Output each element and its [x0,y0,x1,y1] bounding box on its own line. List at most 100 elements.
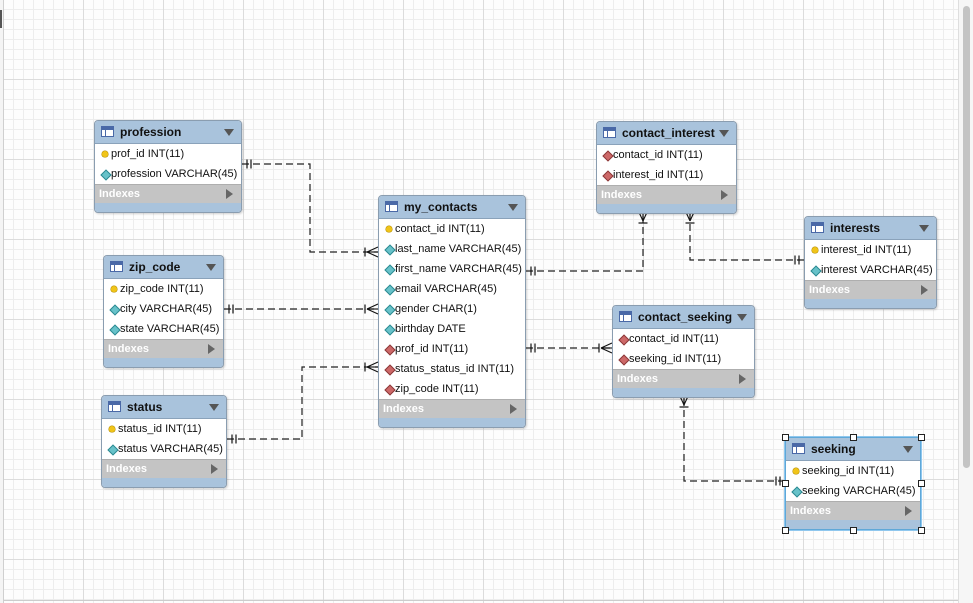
column-row[interactable]: contact_id INT(11) [597,145,736,165]
column-row[interactable]: prof_id INT(11) [95,144,241,164]
table-header[interactable]: contact_seeking [613,306,754,329]
table-status[interactable]: status status_id INT(11)status VARCHAR(45… [101,395,227,488]
table-header[interactable]: profession [95,121,241,144]
collapse-toggle-icon[interactable] [206,264,216,271]
table-icon [385,201,398,212]
primary-key-icon [111,286,117,292]
indexes-section[interactable]: Indexes [95,184,241,203]
table-header[interactable]: zip_code [104,256,223,279]
column-name: contact_id INT(11) [395,223,485,235]
indexes-section[interactable]: Indexes [379,399,525,418]
column-name: interest_id INT(11) [613,169,704,181]
column-row[interactable]: prof_id INT(11) [379,339,525,359]
vertical-scrollbar[interactable] [958,0,973,603]
column-row[interactable]: interest VARCHAR(45) [805,260,936,280]
collapse-toggle-icon[interactable] [209,404,219,411]
column-row[interactable]: state VARCHAR(45) [104,319,223,339]
column-row[interactable]: city VARCHAR(45) [104,299,223,319]
column-row[interactable]: interest_id INT(11) [805,240,936,260]
collapse-toggle-icon[interactable] [719,130,729,137]
column-name: birthday DATE [395,323,466,335]
column-name: seeking_id INT(11) [629,353,722,365]
column-row[interactable]: birthday DATE [379,319,525,339]
table-title: contact_seeking [638,310,733,324]
column-row[interactable]: status VARCHAR(45) [102,439,226,459]
relationship-line [683,394,785,482]
table-contact_seeking[interactable]: contact_seeking contact_id INT(11) seeking… [612,305,755,398]
column-row[interactable]: first_name VARCHAR(45) [379,259,525,279]
resize-handle[interactable] [850,434,857,441]
resize-handle[interactable] [782,480,789,487]
table-header[interactable]: seeking [786,438,920,461]
expand-indexes-icon[interactable] [921,285,928,295]
collapse-toggle-icon[interactable] [737,314,747,321]
table-footer [95,203,241,212]
foreign-key-icon [602,150,614,162]
column-row[interactable]: status_status_id INT(11) [379,359,525,379]
table-icon [110,261,123,272]
column-row[interactable]: zip_code INT(11) [379,379,525,399]
crowfoot-marker [366,246,379,253]
resize-handle[interactable] [782,434,789,441]
column-row[interactable]: zip_code INT(11) [104,279,223,299]
column-row[interactable]: contact_id INT(11) [613,329,754,349]
column-diamond-icon [810,265,822,277]
expand-indexes-icon[interactable] [211,464,218,474]
table-my_contacts[interactable]: my_contacts contact_id INT(11) last_name V… [378,195,526,428]
column-row[interactable]: seeking VARCHAR(45) [786,481,920,501]
column-row[interactable]: gender CHAR(1) [379,299,525,319]
indexes-section[interactable]: Indexes [104,339,223,358]
column-row[interactable]: profession VARCHAR(45) [95,164,241,184]
resize-handle[interactable] [918,434,925,441]
indexes-section[interactable]: Indexes [102,459,226,478]
indexes-section[interactable]: Indexes [786,501,920,520]
column-row[interactable]: email VARCHAR(45) [379,279,525,299]
column-row[interactable]: seeking_id INT(11) [613,349,754,369]
collapse-toggle-icon[interactable] [508,204,518,211]
resize-handle[interactable] [782,527,789,534]
expand-indexes-icon[interactable] [739,374,746,384]
table-icon [108,401,121,412]
resize-handle[interactable] [918,527,925,534]
collapse-toggle-icon[interactable] [919,225,929,232]
column-diamond-icon [384,244,396,256]
expand-indexes-icon[interactable] [721,190,728,200]
column-row[interactable]: interest_id INT(11) [597,165,736,185]
resize-handle[interactable] [918,480,925,487]
canvas-bottom-border [4,600,958,601]
indexes-section[interactable]: Indexes [805,280,936,299]
indexes-section[interactable]: Indexes [597,185,736,204]
expand-indexes-icon[interactable] [510,404,517,414]
indexes-label: Indexes [99,188,140,200]
table-seeking[interactable]: seeking seeking_id INT(11)seeking VARCHAR… [785,437,921,530]
table-header[interactable]: my_contacts [379,196,525,219]
relationship-zip_code-my_contacts [224,303,379,315]
table-header[interactable]: interests [805,217,936,240]
column-name: zip_code INT(11) [120,283,204,295]
column-row[interactable]: status_id INT(11) [102,419,226,439]
expand-indexes-icon[interactable] [905,506,912,516]
table-header[interactable]: contact_interest [597,122,736,145]
collapse-toggle-icon[interactable] [903,446,913,453]
column-row[interactable]: contact_id INT(11) [379,219,525,239]
table-title: status [127,400,163,414]
table-header[interactable]: status [102,396,226,419]
expand-indexes-icon[interactable] [208,344,215,354]
collapse-toggle-icon[interactable] [224,129,234,136]
column-row[interactable]: seeking_id INT(11) [786,461,920,481]
resize-handle[interactable] [850,527,857,534]
table-zip_code[interactable]: zip_code zip_code INT(11) city VARCHAR(45)… [103,255,224,368]
expand-indexes-icon[interactable] [226,189,233,199]
table-footer [786,520,920,529]
relationship-line [526,210,644,272]
column-row[interactable]: last_name VARCHAR(45) [379,239,525,259]
scrollbar-thumb[interactable] [963,6,970,468]
canvas-left-edge [0,0,4,603]
relationship-my_contacts-contact_seeking [526,342,613,354]
table-title: seeking [811,442,856,456]
primary-key-icon [102,151,108,157]
indexes-section[interactable]: Indexes [613,369,754,388]
